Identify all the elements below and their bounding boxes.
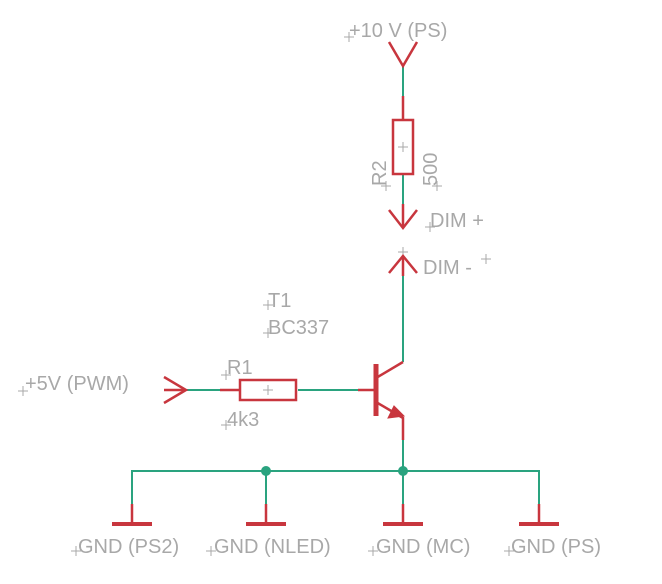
dim-minus-origin-cross-icon [481,254,491,264]
dim-plus-label: DIM + [430,210,484,232]
supply-10v-label: +10 V (PS) [349,20,447,42]
wire-ground-bus [131,470,540,524]
t1-emitter-arrow-icon [387,405,406,419]
r1-value-origin-cross-icon [221,420,231,430]
ground-mc-origin-cross-icon [368,546,378,556]
ground-ps2-label: GND (PS2) [78,536,179,558]
dim-plus-connector: DIM + [388,204,484,232]
r2-value-label: 500 [420,153,442,186]
supply-10v-symbol: +10 V (PS) [344,20,447,69]
ground-ps: GND (PS) [504,504,601,558]
t1-name-origin-cross-icon [263,300,273,310]
junction-dot-mc [398,466,408,476]
r2-name-origin-cross-icon [381,181,391,191]
r2-origin-cross-icon [398,142,408,152]
junction-dot-nled [261,466,271,476]
r1-origin-cross-icon [263,385,273,395]
dim-minus-arrow-icon [388,254,418,274]
ground-nled-label: GND (NLED) [214,536,331,558]
r2-value-origin-cross-icon [432,181,442,191]
dim-minus-connector: DIM - [388,247,491,279]
t1-part-origin-cross-icon [263,328,273,338]
ground-ps-label: GND (PS) [511,536,601,558]
ground-mc: GND (MC) [368,504,470,558]
ground-ps2-origin-cross-icon [71,546,81,556]
pwm-arrow-icon [163,375,189,405]
ground-mc-label: GND (MC) [376,536,470,558]
ground-ps-origin-cross-icon [504,546,514,556]
t1-name-label: T1 [268,290,291,312]
ground-nled-origin-cross-icon [206,546,216,556]
ground-nled: GND (NLED) [206,504,331,558]
dim-plus-origin-cross-icon [425,222,435,232]
pwm-input-label: +5V (PWM) [25,373,129,395]
ground-ps2: GND (PS2) [71,504,179,558]
resistor-r2: R2 500 [369,96,442,191]
r1-name-origin-cross-icon [221,370,231,380]
dim-plus-arrow-icon [388,209,418,231]
r1-value-label: 4k3 [227,409,259,431]
wires [131,66,540,524]
transistor-t1: T1 BC337 [263,290,406,440]
supply-arrow-icon [387,41,419,69]
r1-body [238,378,298,402]
r1-name-label: R1 [227,357,253,379]
dim-minus-label: DIM - [423,257,472,279]
pwm-input-connector: +5V (PWM) [18,373,189,405]
t1-emitter-lead [375,400,405,440]
r2-name-label: R2 [369,160,391,186]
t1-collector-lead [375,360,404,380]
r2-body [391,118,415,176]
resistor-r1: R1 4k3 [220,357,298,431]
pwm-origin-cross-icon [18,386,28,396]
origin-cross-icon [344,32,354,42]
t1-part-label: BC337 [268,317,329,339]
